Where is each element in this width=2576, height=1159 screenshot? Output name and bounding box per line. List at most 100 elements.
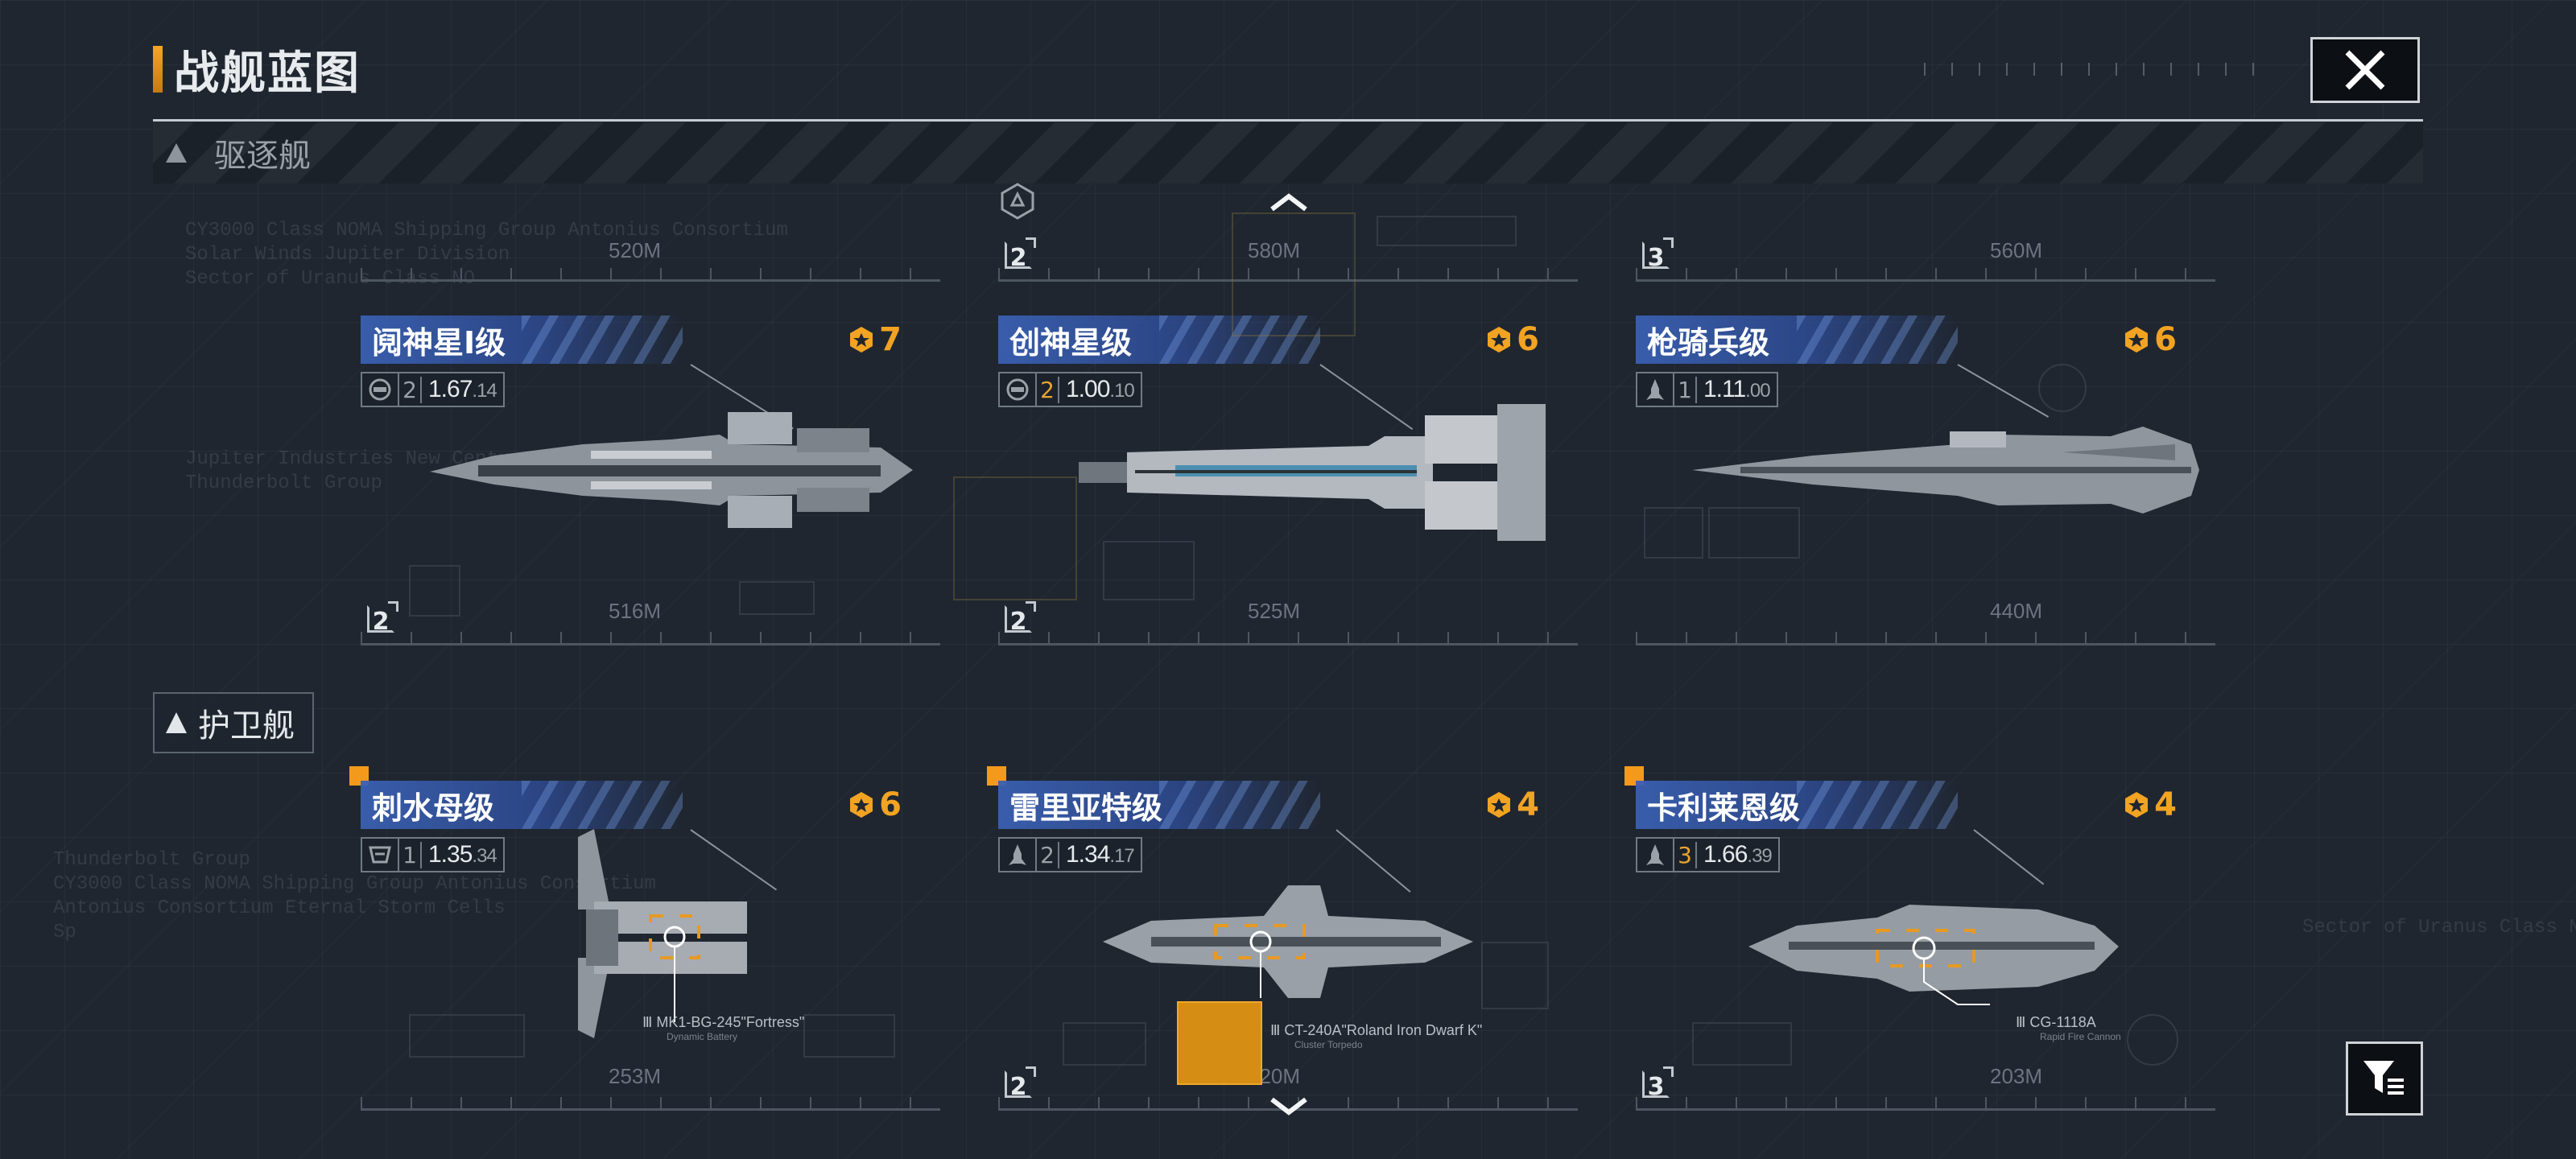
ship-name-bar: 阋神星I级: [361, 316, 683, 364]
leader-line: [1335, 829, 1411, 893]
shield-icon: [362, 839, 399, 871]
ship-stat-value: 1.67.14: [428, 376, 497, 402]
background-text-line: Antonius Consortium Eternal Storm Cells: [53, 897, 506, 919]
hull-icon: [362, 373, 399, 406]
ship-rating: 6: [847, 784, 902, 826]
rating-value: 6: [879, 786, 902, 823]
stat-main: 1.34: [1066, 841, 1110, 868]
schematic: [1708, 507, 1800, 559]
count-badge: 3: [1642, 1066, 1674, 1101]
weapon-type: Dynamic Battery: [667, 1031, 738, 1042]
title-accent: [153, 46, 163, 93]
partial-card: 520M: [361, 185, 940, 282]
background-text-block: Sector of Uranus Class NOMA Shipping: [2302, 916, 2576, 940]
page-title: 战舰蓝图: [174, 47, 361, 100]
ship-stat-value: 1.00.10: [1066, 376, 1135, 402]
section-header-frigate[interactable]: 护卫舰: [153, 692, 314, 753]
background-text-block: Thunderbolt Group CY3000 Class NOMA Ship…: [53, 848, 656, 945]
highlight-block: [1177, 1001, 1262, 1085]
ship-card[interactable]: 卡利莱恩级 4 3 1.66.39 Ⅲ CG-1118A Rapid Fire …: [1624, 766, 2215, 1111]
hull-icon: [1000, 373, 1037, 406]
size-scale: [361, 632, 940, 645]
section-label: 驱逐舰: [214, 138, 311, 175]
scroll-up-button[interactable]: [1269, 192, 1309, 212]
ship-name-bar: 雷里亚特级: [998, 781, 1320, 829]
stat-main: 1.35: [428, 841, 473, 868]
ship-stats: 1 1.11.00: [1636, 372, 1778, 407]
scroll-down-button[interactable]: [1269, 1096, 1309, 1117]
schematic: [1232, 212, 1356, 336]
weapon-label: Ⅲ MK1-BG-245"Fortress" Dynamic Battery: [642, 1014, 804, 1042]
schematic: [953, 476, 1077, 600]
count-badge: 2: [1005, 1066, 1036, 1101]
ship-stat-value: 1.11.00: [1703, 376, 1771, 402]
ship-size-label: 516M: [609, 599, 662, 623]
background-text-block: CY3000 Class NOMA Shipping Group Antoniu…: [185, 219, 788, 291]
size-scale: [1636, 268, 2215, 282]
background-text-line: Thunderbolt Group: [53, 849, 250, 871]
ship-size-label: 580M: [1248, 238, 1301, 262]
ship-level: 2: [1037, 841, 1059, 868]
ship-size-label: 440M: [1990, 599, 2043, 623]
schematic: [2127, 1014, 2178, 1066]
ship-card[interactable]: 刺水母级 6 1 1.35.34 Ⅲ MK1-BG-245"Fortress" …: [349, 766, 940, 1111]
ship-stats: 2 1.67.14: [361, 372, 505, 407]
ship-image-lancer: [1692, 427, 2199, 514]
ship-size-label: 203M: [1990, 1064, 2043, 1088]
ship-rating: 4: [2122, 784, 2177, 826]
medal-icon: [850, 792, 873, 818]
size-scale: [1636, 1097, 2215, 1111]
stat-sub: 17: [1114, 845, 1135, 867]
ship-rating: 6: [1484, 319, 1539, 361]
background-text-line: Sp: [53, 922, 76, 943]
ship-card[interactable]: 创神星级 6 2 1.00.10 2 525M: [953, 212, 1578, 645]
stat-sub: 14: [477, 380, 497, 402]
weapon-name: Ⅲ CT-240A"Roland Iron Dwarf K": [1270, 1022, 1483, 1038]
count-badge: 2: [1005, 237, 1036, 272]
ship-name-bar: 创神星级: [998, 316, 1320, 364]
background-text-line: Sector of Uranus Class NOMA Shipping: [2302, 917, 2576, 938]
ship-size-label: 560M: [1990, 238, 2043, 262]
background-text-line: CY3000 Class NOMA Shipping Group Antoniu…: [185, 220, 788, 241]
ship-stats: 2 1.00.10: [998, 372, 1142, 407]
ship-level: 2: [1037, 376, 1059, 403]
schematic: [1481, 942, 1549, 1009]
hexagon-icon: [1001, 183, 1034, 220]
medal-icon: [1488, 792, 1511, 818]
ship-card[interactable]: 阋神星I级 7 2 1.67.14 2 516M: [361, 316, 940, 645]
ship-level: 3: [1674, 841, 1697, 868]
ship-level: 1: [399, 841, 422, 868]
partial-card: 2 580M: [998, 185, 1578, 282]
stat-main: 1.67: [428, 376, 473, 402]
count-badge: 2: [1005, 601, 1036, 636]
close-button[interactable]: [2310, 37, 2420, 103]
filter-button[interactable]: [2346, 1041, 2423, 1116]
ship-card[interactable]: 雷里亚特级 4 2 1.34.17 Ⅲ CT-240A"Roland Iron …: [987, 766, 1578, 1111]
ship-name-bar: 刺水母级: [361, 781, 683, 829]
weapon-type: Rapid Fire Cannon: [2040, 1031, 2121, 1042]
count-badge: 2: [367, 601, 398, 636]
ship-stats: 1 1.35.34: [361, 837, 505, 872]
schematic: [1644, 507, 1703, 559]
rating-value: 6: [2154, 321, 2177, 358]
section-header-destroyer[interactable]: 驱逐舰: [153, 122, 2423, 184]
background-text-line: Thunderbolt Group: [185, 472, 382, 494]
rocket-icon: [1000, 839, 1037, 871]
ship-stats: 3 1.66.39: [1636, 837, 1780, 872]
ship-size-label: 525M: [1248, 599, 1301, 623]
ship-rating: 6: [2122, 319, 2177, 361]
stat-sub: 39: [1752, 845, 1773, 867]
schematic: [1692, 1022, 1792, 1066]
stat-sub: 34: [477, 845, 497, 867]
ship-card[interactable]: 枪骑兵级 6 1 1.11.00 440M: [1636, 316, 2215, 645]
ship-level: 2: [399, 376, 422, 403]
ship-rating: 4: [1484, 784, 1539, 826]
header-divider: [153, 119, 2423, 122]
collapse-triangle-icon: [166, 143, 187, 163]
ship-image-realiate: [1103, 885, 1473, 998]
stat-sub: 10: [1114, 380, 1135, 402]
background-text-line: Solar Winds Jupiter Division: [185, 244, 510, 266]
ship-name: 枪骑兵级: [1647, 324, 1770, 361]
stat-main: 1.66: [1703, 841, 1748, 868]
rating-value: 7: [879, 321, 902, 358]
